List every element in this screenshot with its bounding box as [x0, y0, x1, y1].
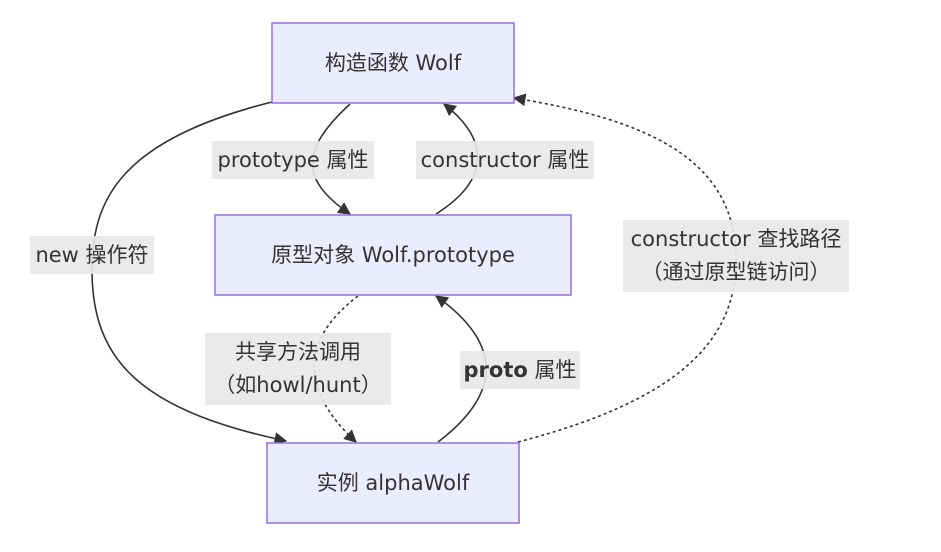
svg-text:constructor 查找路径: constructor 查找路径 — [631, 227, 842, 251]
svg-text:共享方法调用: 共享方法调用 — [235, 340, 361, 364]
svg-text:constructor 属性: constructor 属性 — [421, 148, 590, 172]
svg-text:prototype 属性: prototype 属性 — [217, 148, 368, 172]
node-constructor-label: 构造函数 Wolf — [325, 51, 462, 75]
svg-text:new 操作符: new 操作符 — [35, 243, 148, 267]
node-instance-label: 实例 alphaWolf — [317, 471, 470, 495]
node-instance: 实例 alphaWolf — [266, 442, 520, 524]
proto-bold-text: proto — [464, 358, 528, 382]
label-new-operator: new 操作符 — [30, 236, 154, 274]
svg-text:（如howl/hunt）: （如howl/hunt） — [214, 373, 381, 397]
label-shared-methods: 共享方法调用 （如howl/hunt） — [205, 333, 391, 405]
svg-text:（通过原型链访问）: （通过原型链访问） — [642, 260, 831, 284]
node-constructor: 构造函数 Wolf — [271, 22, 515, 104]
label-constructor-property: constructor 属性 — [416, 141, 594, 179]
node-prototype: 原型对象 Wolf.prototype — [214, 214, 572, 296]
svg-text:proto 属性: proto 属性 — [464, 358, 577, 382]
label-prototype-property: prototype 属性 — [212, 141, 374, 179]
label-proto-property: proto 属性 — [460, 351, 580, 389]
node-prototype-label: 原型对象 Wolf.prototype — [271, 243, 515, 267]
label-constructor-lookup: constructor 查找路径 （通过原型链访问） — [623, 220, 849, 292]
proto-suffix-text: 属性 — [528, 358, 577, 382]
